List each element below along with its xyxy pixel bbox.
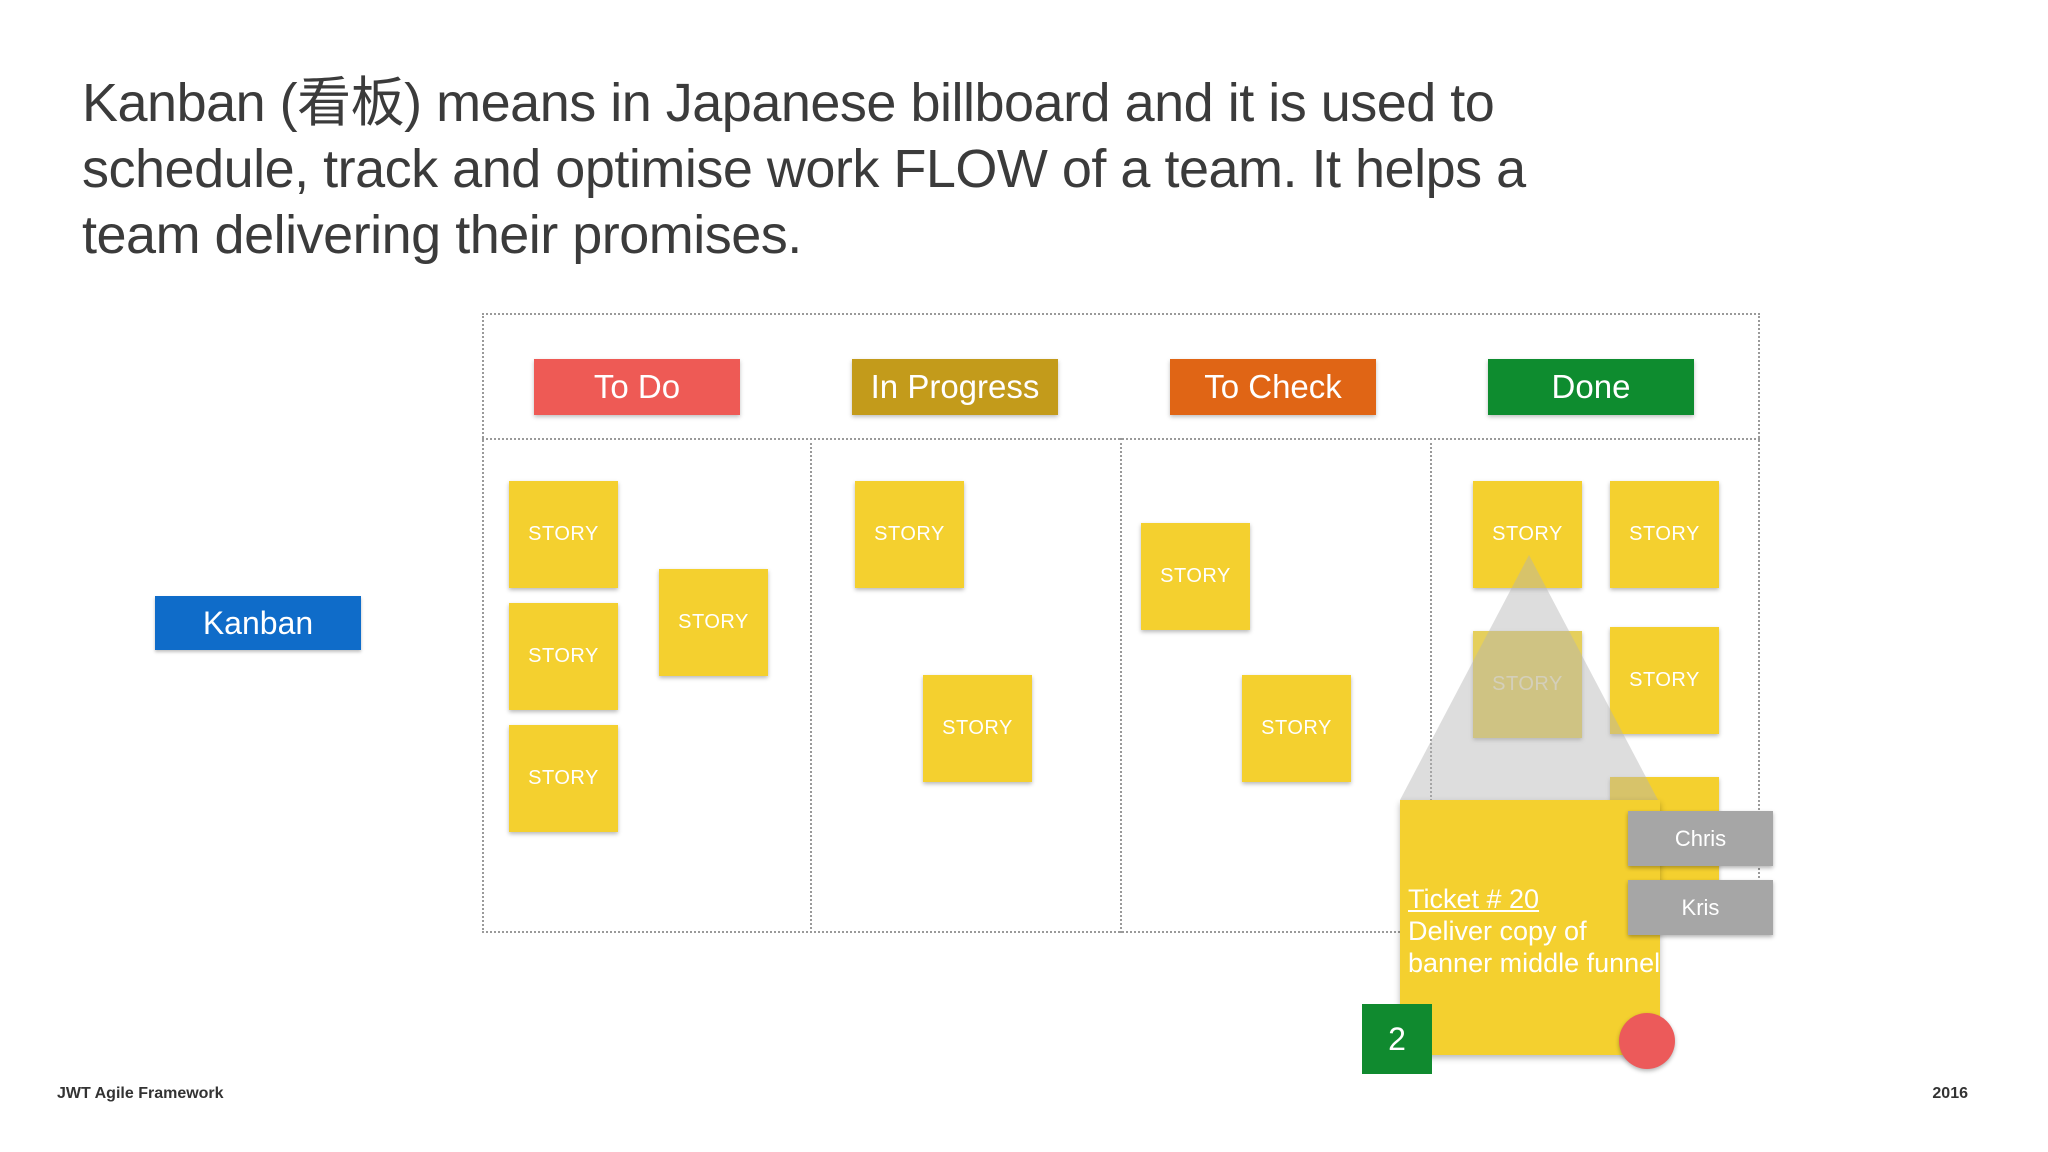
column-header-to-do[interactable]: To Do — [534, 359, 740, 415]
story-card[interactable]: STORY — [1473, 631, 1582, 738]
column-header-in-progress[interactable]: In Progress — [852, 359, 1058, 415]
page-headline: Kanban (看板) means in Japanese billboard … — [82, 70, 1526, 268]
ticket-description-line-1: Deliver copy of — [1408, 916, 1587, 946]
column-header-done[interactable]: Done — [1488, 359, 1694, 415]
column-divider — [1430, 438, 1432, 933]
story-card[interactable]: STORY — [509, 481, 618, 588]
story-card[interactable]: STORY — [509, 603, 618, 710]
footer-title: JWT Agile Framework — [57, 1085, 224, 1102]
headline-line-2: schedule, track and optimise work FLOW o… — [82, 139, 1526, 199]
ticket-text: Ticket # 20 Deliver copy of banner middl… — [1408, 883, 1660, 979]
column-divider — [1120, 438, 1122, 933]
footer-year: 2016 — [1932, 1085, 1968, 1102]
assignee-tag-kris[interactable]: Kris — [1628, 880, 1773, 935]
story-card[interactable]: STORY — [509, 725, 618, 832]
story-card[interactable]: STORY — [1473, 481, 1582, 588]
column-header-to-check[interactable]: To Check — [1170, 359, 1376, 415]
kanban-button[interactable]: Kanban — [155, 596, 361, 650]
story-card[interactable]: STORY — [659, 569, 768, 676]
blocker-dot — [1619, 1013, 1675, 1069]
story-card[interactable]: STORY — [1242, 675, 1351, 782]
ticket-count-badge: 2 — [1362, 1004, 1432, 1074]
headline-line-1: Kanban (看板) means in Japanese billboard … — [82, 73, 1495, 133]
story-card[interactable]: STORY — [923, 675, 1032, 782]
story-card[interactable]: STORY — [855, 481, 964, 588]
ticket-title: Ticket # 20 — [1408, 884, 1540, 914]
ticket-description-line-2: banner middle funnel — [1408, 948, 1661, 978]
story-card[interactable]: STORY — [1610, 627, 1719, 734]
ticket-card[interactable] — [1400, 800, 1660, 1055]
story-card[interactable]: STORY — [1141, 523, 1250, 630]
column-divider — [810, 438, 812, 933]
headline-line-3: team delivering their promises. — [82, 205, 802, 265]
assignee-tag-chris[interactable]: Chris — [1628, 811, 1773, 866]
story-card[interactable]: STORY — [1610, 481, 1719, 588]
